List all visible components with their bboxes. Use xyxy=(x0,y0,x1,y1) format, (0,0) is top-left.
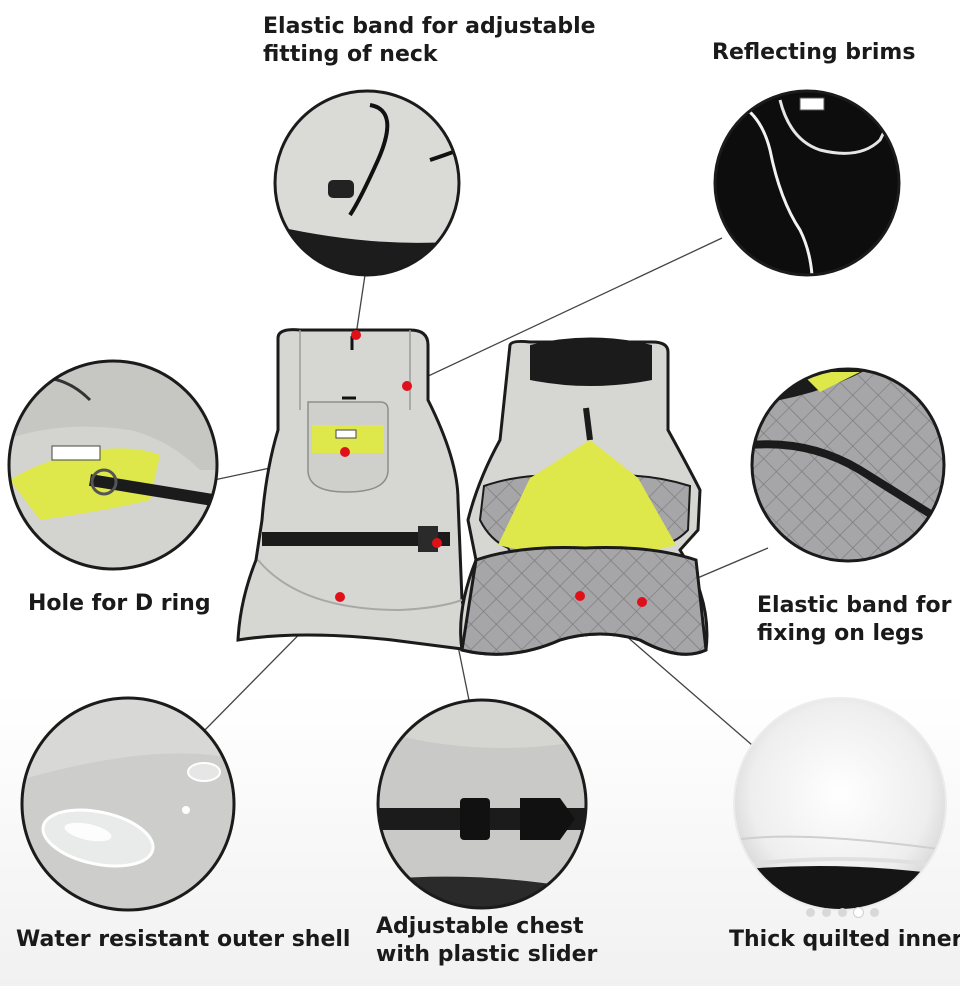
carousel-dot[interactable] xyxy=(822,908,831,917)
detail-neck-elastic xyxy=(273,89,461,277)
detail-d-ring-hole xyxy=(7,359,219,571)
label-legs-line-2: fixing on legs xyxy=(757,621,924,646)
coat-back-view xyxy=(459,337,709,656)
label-reflecting-brims: Reflecting brims xyxy=(712,40,916,65)
label-legs: Elastic band for fixing on legs xyxy=(757,592,951,648)
label-neck: Elastic band for adjustable fitting of n… xyxy=(263,13,596,69)
detail-legs-elastic xyxy=(750,367,946,563)
label-d-ring: Hole for D ring xyxy=(28,591,211,616)
carousel-indicator xyxy=(806,908,879,917)
carousel-dot[interactable] xyxy=(854,908,863,917)
carousel-dot[interactable] xyxy=(838,908,847,917)
label-quilted-inner: Thick quilted inner xyxy=(729,927,960,952)
label-neck-line-2: fitting of neck xyxy=(263,42,438,67)
callout-markers xyxy=(335,330,647,607)
carousel-dot[interactable] xyxy=(806,908,815,917)
label-chest: Adjustable chest with plastic slider xyxy=(376,913,597,969)
carousel-dot[interactable] xyxy=(870,908,879,917)
label-neck-line-1: Elastic band for adjustable xyxy=(263,14,596,39)
label-legs-line-1: Elastic band for xyxy=(757,593,952,618)
detail-water-resistant-shell xyxy=(20,696,236,912)
label-chest-line-2: with plastic slider xyxy=(376,942,598,967)
coat-front-view xyxy=(236,328,472,652)
label-outer-shell: Water resistant outer shell xyxy=(16,927,351,952)
detail-reflecting-brims xyxy=(713,89,901,277)
detail-quilted-inner xyxy=(733,697,947,911)
label-chest-line-1: Adjustable chest xyxy=(376,914,584,939)
detail-adjustable-chest xyxy=(376,698,588,910)
